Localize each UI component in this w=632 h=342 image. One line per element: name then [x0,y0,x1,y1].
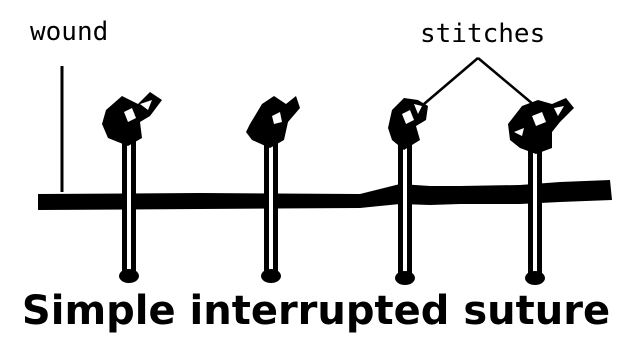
stitch-4 [508,98,574,285]
stitches-label: stitches [420,19,545,49]
skin-surface [38,180,612,210]
stitch-3 [388,98,428,285]
stitch-2 [246,96,300,283]
wound-label: wound [30,17,108,47]
stitches-pointer-lines [423,57,541,111]
diagram-caption: Simple interrupted suture [21,288,611,334]
stitch-1 [102,92,162,283]
